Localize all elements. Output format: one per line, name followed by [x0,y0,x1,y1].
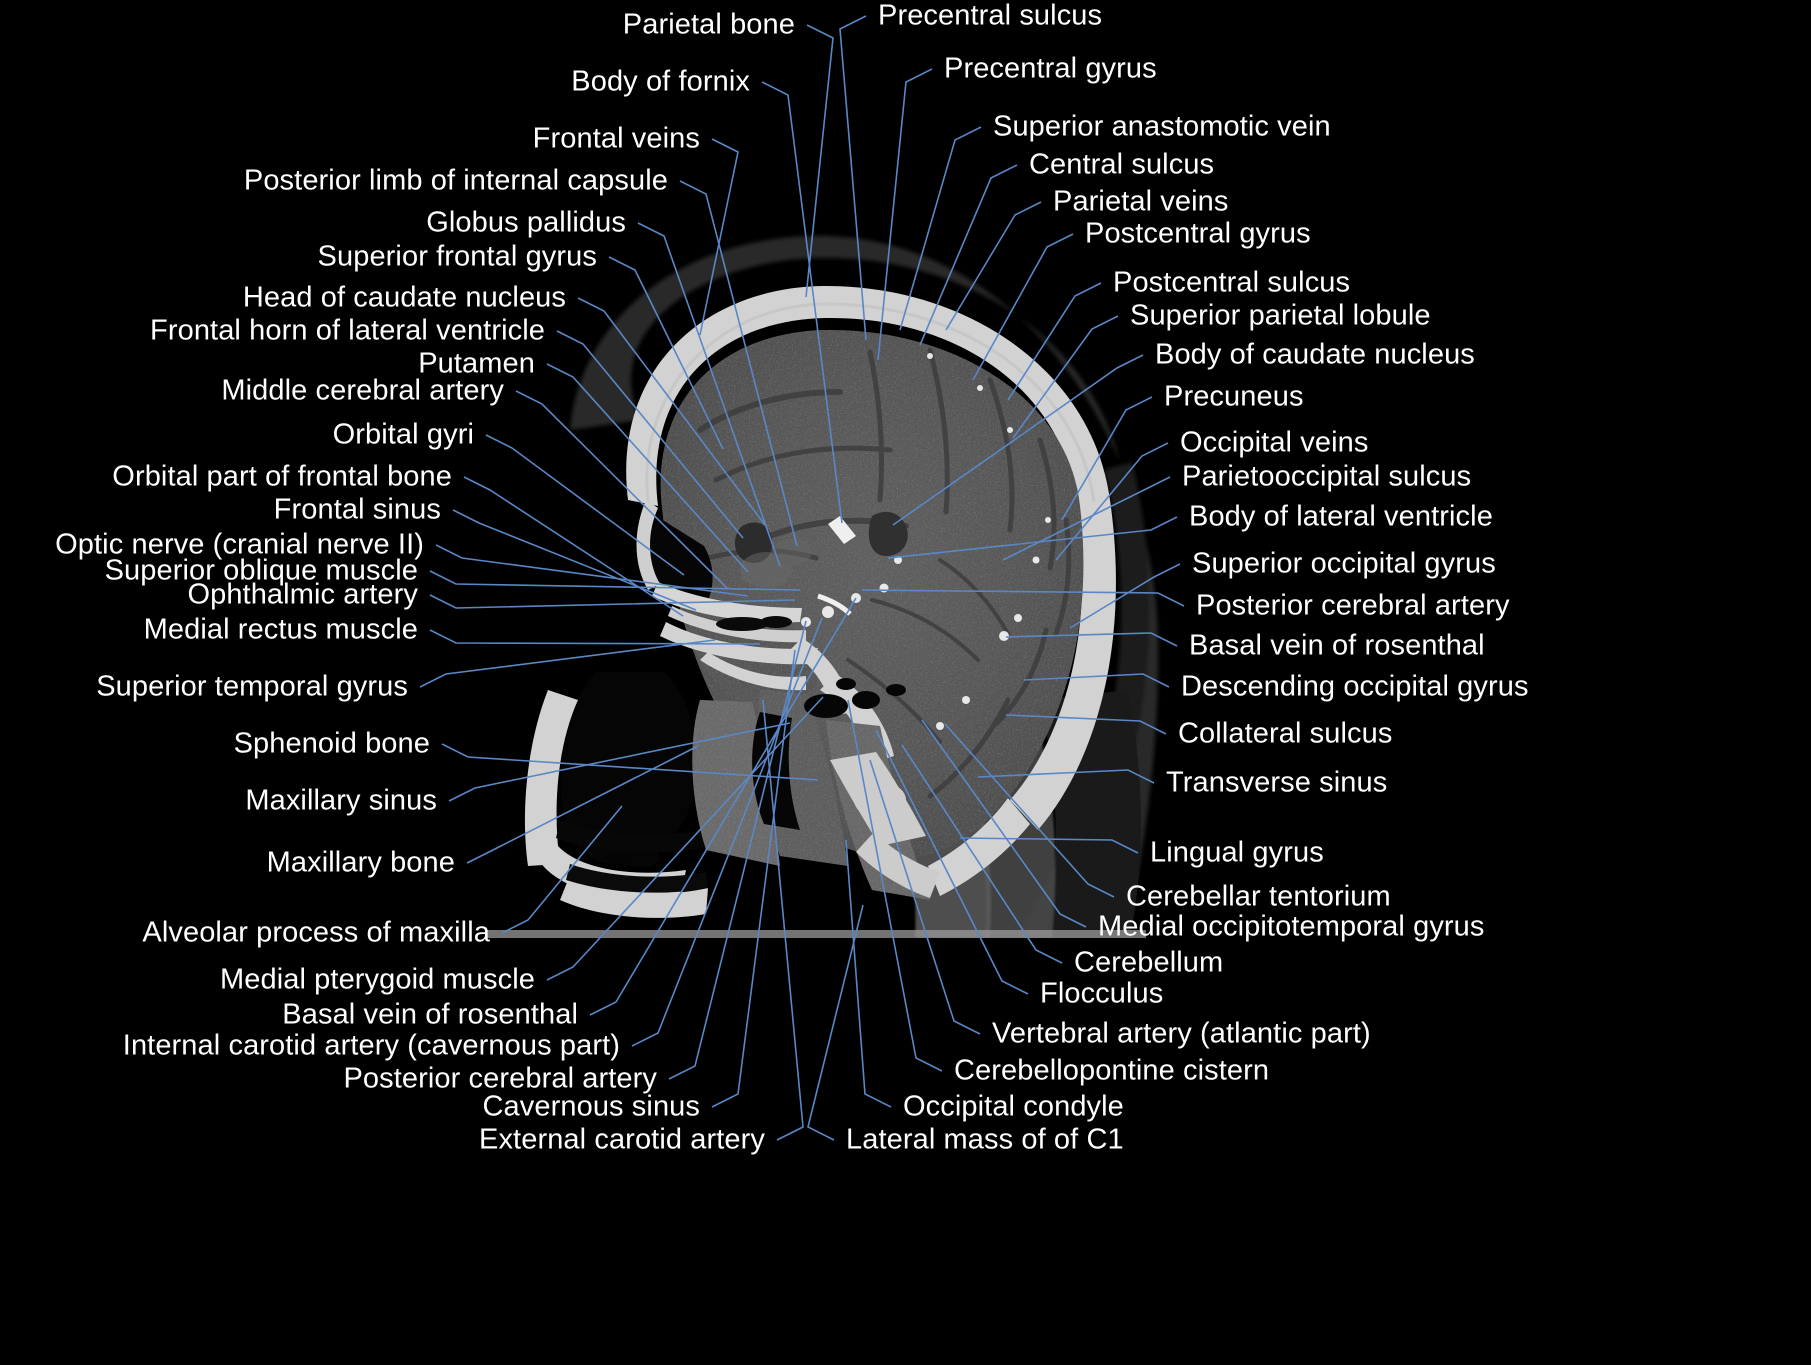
annotation-label[interactable]: Parietooccipital sulcus [1182,460,1472,493]
annotation-label[interactable]: Alveolar process of maxilla [142,916,490,949]
annotation-label[interactable]: Sphenoid bone [233,727,430,760]
annotation-label[interactable]: Precentral sulcus [878,0,1103,32]
annotation-label[interactable]: Occipital veins [1180,426,1369,459]
annotation-label[interactable]: Maxillary sinus [245,784,437,817]
annotation-label[interactable]: Central sulcus [1029,148,1215,181]
annotation-label[interactable]: Posterior limb of internal capsule [243,164,668,197]
annotation-label[interactable]: Globus pallidus [426,206,626,239]
annotation-label[interactable]: Ophthalmic artery [187,578,418,611]
annotation-label[interactable]: Superior frontal gyrus [317,240,597,273]
annotation-label[interactable]: Superior anastomotic vein [993,110,1331,143]
annotation-label[interactable]: Precentral gyrus [944,52,1157,85]
annotation-label[interactable]: Superior oblique muscle [104,554,418,587]
annotation-label[interactable]: Head of caudate nucleus [242,281,566,314]
annotation-label[interactable]: Cerebellum [1074,946,1224,979]
annotation-label[interactable]: Precuneus [1164,380,1304,413]
annotation-label[interactable]: Basal vein of rosenthal [282,998,578,1031]
annotation-label[interactable]: Cavernous sinus [482,1090,700,1123]
annotation-label[interactable]: Occipital condyle [903,1090,1124,1123]
annotation-label[interactable]: Postcentral sulcus [1113,266,1351,299]
annotation-label[interactable]: Posterior cerebral artery [1196,589,1510,622]
annotation-label[interactable]: Descending occipital gyrus [1181,670,1529,703]
annotation-label[interactable]: Body of fornix [571,65,750,98]
image-bottom-edge [486,930,1146,938]
annotation-label[interactable]: External carotid artery [479,1123,765,1156]
annotation-label[interactable]: Vertebral artery (atlantic part) [992,1017,1371,1050]
annotation-label[interactable]: Superior parietal lobule [1130,299,1431,332]
annotation-label[interactable]: Middle cerebral artery [221,374,504,407]
annotation-label[interactable]: Basal vein of rosenthal [1189,629,1485,662]
annotation-label[interactable]: Lingual gyrus [1150,836,1324,869]
annotation-label[interactable]: Lateral mass of of C1 [846,1123,1124,1156]
annotation-label[interactable]: Postcentral gyrus [1085,217,1311,250]
annotation-label[interactable]: Medial rectus muscle [143,613,418,646]
annotation-label[interactable]: Frontal sinus [273,493,441,526]
annotation-label[interactable]: Orbital part of frontal bone [112,460,452,493]
annotation-label[interactable]: Frontal horn of lateral ventricle [150,314,545,347]
annotation-label[interactable]: Body of lateral ventricle [1189,500,1493,533]
annotation-label[interactable]: Frontal veins [532,122,700,155]
annotation-label[interactable]: Orbital gyri [332,418,474,451]
annotation-label[interactable]: Maxillary bone [266,846,455,879]
annotation-label[interactable]: Cerebellar tentorium [1126,880,1391,913]
annotation-label[interactable]: Superior occipital gyrus [1192,547,1496,580]
annotation-label[interactable]: Body of caudate nucleus [1155,338,1475,371]
annotation-label[interactable]: Parietal veins [1053,185,1229,218]
annotation-label[interactable]: Collateral sulcus [1178,717,1393,750]
annotation-label[interactable]: Putamen [418,347,535,380]
annotation-label[interactable]: Internal carotid artery (cavernous part) [122,1029,620,1062]
annotation-label[interactable]: Flocculus [1040,977,1164,1010]
annotation-label[interactable]: Optic nerve (cranial nerve II) [55,528,424,561]
annotation-label[interactable]: Superior temporal gyrus [96,670,408,703]
annotation-label[interactable]: Cerebellopontine cistern [954,1054,1270,1087]
annotation-label[interactable]: Posterior cerebral artery [343,1062,657,1095]
annotation-label[interactable]: Parietal bone [622,8,795,41]
annotation-label[interactable]: Medial occipitotemporal gyrus [1098,910,1485,943]
annotation-label[interactable]: Transverse sinus [1166,766,1388,799]
annotation-label[interactable]: Medial pterygoid muscle [220,963,535,996]
